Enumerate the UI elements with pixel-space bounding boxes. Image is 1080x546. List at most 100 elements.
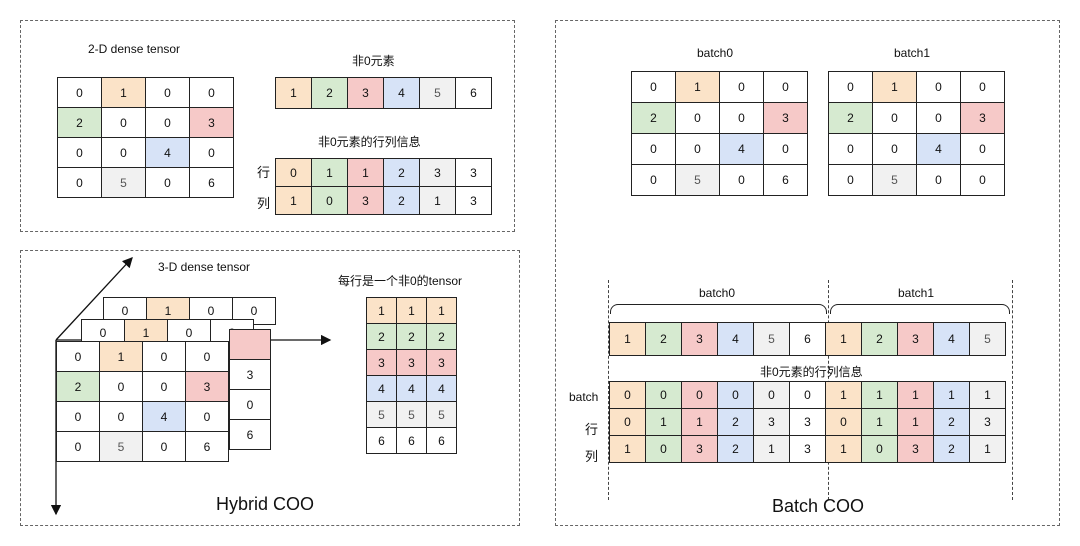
- batch-index-cell: 1: [861, 381, 898, 409]
- batch1-brace-label: batch1: [898, 286, 935, 300]
- matrix-cell: 1: [872, 71, 917, 103]
- batch-value-cell: 2: [645, 322, 682, 356]
- batch-index-cell: 1: [825, 381, 862, 409]
- matrix-cell: 4: [142, 401, 186, 432]
- z-axis-arrow: [55, 257, 133, 341]
- matrix-cell: 0: [960, 133, 1005, 165]
- matrix-cell: 2: [631, 102, 676, 134]
- tensor-cell: 5: [366, 401, 397, 428]
- matrix-cell: 0: [675, 133, 720, 165]
- batch-index-cell: 0: [645, 381, 682, 409]
- tensor-cell: 6: [366, 427, 397, 454]
- panel-batch-coo: [555, 20, 1060, 526]
- batch-index-cell: 1: [969, 435, 1006, 463]
- batch-caption: Batch COO: [772, 496, 865, 516]
- tensor-cell: 2: [396, 323, 427, 350]
- index-cell: 2: [383, 186, 420, 215]
- batch1-title: batch1: [894, 46, 931, 60]
- matrix-cell: 0: [101, 107, 146, 138]
- tensor-cell: 2: [426, 323, 457, 350]
- batch-value-cell: 4: [717, 322, 754, 356]
- hybrid-right-title: 每行是一个非0的tensor: [338, 274, 463, 288]
- batch-index-cell: 2: [717, 408, 754, 436]
- indices-title: 非0元素的行列信息: [318, 135, 421, 149]
- matrix-cell: 0: [763, 133, 808, 165]
- matrix-cell: 4: [916, 133, 961, 165]
- batch-row-label: 行: [585, 422, 599, 437]
- panel-2d-coo: [20, 20, 515, 232]
- matrix-cell: 3: [763, 102, 808, 134]
- tensor-cell: 4: [396, 375, 427, 402]
- batch-right-divider: [1012, 280, 1013, 500]
- panel-hybrid-coo: [20, 250, 520, 526]
- matrix-cell: 1: [675, 71, 720, 103]
- batch-index-label: batch: [569, 390, 599, 404]
- matrix-cell: 0: [189, 137, 234, 168]
- matrix-cell: 5: [872, 164, 917, 196]
- matrix-cell: 6: [763, 164, 808, 196]
- matrix-cell: 0: [101, 137, 146, 168]
- matrix-cell: 0: [57, 167, 102, 198]
- matrix-cell: 3: [189, 107, 234, 138]
- batch-index-cell: 3: [789, 435, 826, 463]
- batch0-title: batch0: [697, 46, 734, 60]
- batch-index-cell: 1: [933, 381, 970, 409]
- matrix-cell: 0: [142, 371, 186, 402]
- matrix-cell: 4: [719, 133, 764, 165]
- index-cell: 1: [275, 186, 312, 215]
- dense-3d-title: 3-D dense tensor: [158, 260, 251, 274]
- matrix-cell: 2: [57, 107, 102, 138]
- row-label: 行: [257, 165, 271, 180]
- matrix-cell: 0: [145, 107, 190, 138]
- tensor-cell: 3: [396, 349, 427, 376]
- matrix-cell: 0: [56, 341, 100, 372]
- batch-value-cell: 5: [753, 322, 790, 356]
- matrix-cell: 5: [101, 167, 146, 198]
- batch-index-cell: 0: [753, 381, 790, 409]
- batch-index-cell: 1: [753, 435, 790, 463]
- tensor-cell: 5: [426, 401, 457, 428]
- index-cell: 3: [455, 186, 492, 215]
- batch-index-cell: 1: [969, 381, 1006, 409]
- tensor-cell: 5: [396, 401, 427, 428]
- batch-left-divider: [608, 280, 609, 500]
- index-cell: 0: [232, 297, 276, 325]
- tensor-cell: 4: [426, 375, 457, 402]
- matrix-cell: 0: [916, 164, 961, 196]
- index-cell: 3: [347, 186, 384, 215]
- batch0-brace: [610, 304, 827, 314]
- matrix-cell: 0: [719, 164, 764, 196]
- matrix-cell: 0: [631, 133, 676, 165]
- batch-value-cell: 3: [897, 322, 934, 356]
- nonzero-title: 非0元素: [352, 54, 395, 68]
- matrix-cell: 0: [828, 133, 873, 165]
- batch-index-cell: 3: [789, 408, 826, 436]
- matrix-cell: 0: [719, 71, 764, 103]
- side-cell: 6: [229, 419, 271, 450]
- batch-value-cell: 1: [825, 322, 862, 356]
- batch-index-cell: 1: [609, 435, 646, 463]
- batch-value-cell: 5: [969, 322, 1006, 356]
- batch-index-cell: 0: [717, 381, 754, 409]
- matrix-cell: 2: [56, 371, 100, 402]
- matrix-cell: 1: [99, 341, 143, 372]
- matrix-cell: 6: [185, 431, 229, 462]
- index-cell: 1: [347, 158, 384, 187]
- matrix-cell: 0: [631, 164, 676, 196]
- batch-index-cell: 2: [717, 435, 754, 463]
- batch-index-cell: 3: [681, 435, 718, 463]
- batch-index-cell: 3: [753, 408, 790, 436]
- matrix-cell: 3: [185, 371, 229, 402]
- batch-index-cell: 1: [861, 408, 898, 436]
- matrix-cell: 0: [99, 401, 143, 432]
- tensor-cell: 4: [366, 375, 397, 402]
